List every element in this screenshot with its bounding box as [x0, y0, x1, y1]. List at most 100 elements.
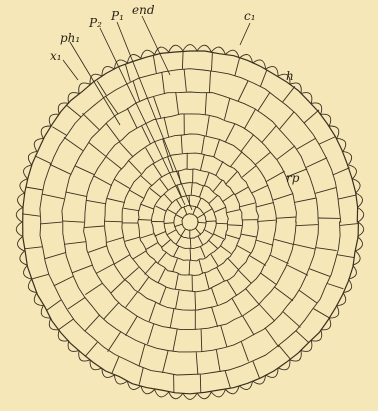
cell-wall [225, 124, 235, 142]
cell-wall [138, 220, 152, 221]
cell-wall [235, 187, 249, 195]
cell-wall [258, 92, 270, 111]
cell-wall [228, 225, 242, 226]
cell-wall [274, 239, 294, 244]
epidermis-cell [266, 67, 279, 77]
cell-wall [225, 371, 230, 389]
epidermis-cell [16, 222, 22, 237]
cell-wall [266, 171, 284, 181]
cell-wall [146, 243, 158, 250]
cell-wall [222, 194, 234, 202]
cell-wall [283, 86, 295, 102]
cell-wall [104, 221, 122, 222]
cell-wall [141, 204, 154, 209]
label-x1: x₁ [50, 49, 62, 63]
cell-wall [176, 92, 179, 114]
cell-wall [195, 228, 200, 234]
cell-wall [216, 161, 224, 176]
cell-wall [211, 254, 218, 266]
cell-wall [337, 255, 354, 258]
cell-wall [59, 319, 74, 330]
cell-wall [190, 238, 191, 248]
cell-wall [255, 153, 270, 165]
cell-wall [201, 154, 205, 170]
cell-wall [126, 292, 138, 308]
cell-wall [193, 207, 196, 215]
cell-wall [125, 64, 130, 82]
cell-wall [154, 97, 161, 118]
cell-wall [162, 72, 165, 94]
cell-wall [204, 173, 209, 186]
cell-wall [148, 324, 154, 345]
cell-wall [139, 367, 143, 384]
cell-wall [24, 247, 42, 249]
pointer-end [142, 16, 170, 75]
cell-wall [201, 330, 202, 352]
cell-wall [265, 328, 279, 347]
cell-wall [310, 269, 330, 277]
cell-wall [340, 224, 358, 226]
epidermis-cell [79, 83, 90, 94]
cell-wall [106, 157, 121, 169]
cell-wall [241, 342, 248, 362]
cell-wall [209, 71, 210, 93]
cell-wall [259, 304, 275, 321]
cell-wall [150, 188, 161, 197]
cell-wall [294, 198, 316, 202]
cell-wall [153, 55, 156, 73]
cell-wall [315, 187, 337, 193]
cell-wall [216, 223, 228, 224]
cell-wall [212, 307, 218, 327]
cell-wall [176, 200, 181, 209]
cell-wall [191, 183, 192, 195]
cell-wall [128, 160, 141, 174]
cell-wall [114, 255, 130, 265]
cell-wall [209, 240, 218, 248]
cell-wall [184, 207, 187, 215]
cell-wall [50, 164, 71, 174]
cell-wall [213, 234, 224, 239]
cell-wall [35, 156, 51, 164]
cell-wall [46, 300, 61, 311]
cell-wall [250, 256, 266, 266]
cell-wall [176, 290, 179, 308]
cell-wall [176, 236, 181, 245]
cell-wall [195, 291, 196, 309]
cell-wall [75, 166, 95, 175]
cell-wall [154, 231, 165, 236]
label-ph1: ph₁ [60, 31, 80, 45]
cell-wall [299, 290, 317, 303]
cell-wall [221, 326, 227, 348]
cell-wall [106, 237, 123, 242]
cell-wall [126, 316, 138, 336]
cell-wall [104, 302, 119, 319]
cell-wall [167, 230, 176, 235]
cell-wall [276, 217, 296, 218]
cell-wall [167, 209, 176, 214]
cell-wall [198, 236, 203, 245]
cell-wall [52, 127, 66, 135]
cell-wall [164, 223, 174, 224]
cell-wall [258, 220, 276, 221]
cell-wall [129, 190, 143, 198]
epidermis-cell [301, 93, 312, 104]
cell-wall [173, 246, 179, 257]
cell-wall [83, 113, 100, 130]
cell-wall [85, 342, 97, 356]
cell-wall [237, 245, 251, 253]
cell-wall [68, 297, 86, 309]
cell-wall [294, 244, 316, 249]
cell-wall [62, 221, 84, 222]
figure-labels: x₁ ph₁ P₂ P₁ end c₁ h rp [50, 3, 300, 185]
cell-wall [64, 137, 83, 150]
cell-wall [279, 345, 291, 359]
cell-wall [142, 126, 151, 144]
label-c1: c₁ [244, 9, 256, 23]
cell-wall [260, 273, 276, 285]
cell-wall [206, 221, 216, 222]
cell-wall [141, 234, 154, 238]
cell-wall [111, 280, 125, 294]
cell-wall [94, 176, 112, 186]
cell-wall [241, 135, 254, 152]
